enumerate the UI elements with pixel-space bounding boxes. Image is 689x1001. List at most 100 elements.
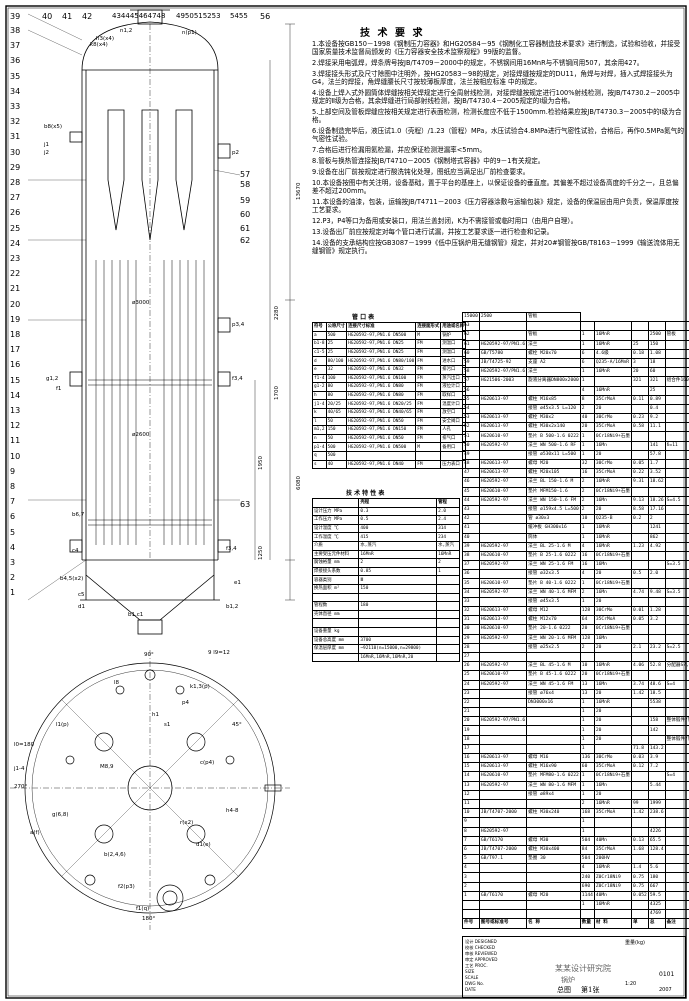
- table-cell: [311, 652, 360, 663]
- bom-cell: 1: [579, 743, 595, 755]
- table-cell: 40/65: [325, 407, 348, 418]
- bom-cell: 20: [593, 688, 632, 699]
- bom-cell: 4.6级: [593, 348, 632, 359]
- part-number-41: 41: [62, 12, 73, 21]
- bom-cell: [630, 771, 649, 782]
- table-cell: 314: [436, 523, 460, 534]
- requirement-item: 5.上部空间及管板焊缝应按相关规定进行表面检测，检测长度应不低于1500mm.检…: [312, 108, 682, 124]
- bom-cell: 4: [579, 569, 595, 580]
- bom-cell: [630, 780, 649, 791]
- bom-cell: [664, 422, 689, 433]
- bom-cell: 5.6: [647, 863, 666, 874]
- bom-cell: 46: [462, 477, 480, 488]
- requirement-item: 13.设备出厂前应按规定对每个管口进行试漏，并按工艺要求逐一进行检查和记录。: [312, 228, 554, 236]
- table-cell: e: [312, 364, 327, 375]
- bom-cell: [664, 532, 689, 543]
- bom-cell: 35CrMoA: [593, 808, 632, 819]
- bom-cell: [630, 596, 649, 608]
- plan-mark-k1: k1,3(p): [190, 684, 210, 690]
- table-cell: 1: [436, 566, 460, 577]
- bom-cell: [664, 541, 689, 552]
- bom-cell: 1.68: [630, 844, 649, 856]
- bom-cell: 法兰 BL 25-1.6 M: [526, 541, 581, 552]
- plan-mark-f2: f2(p3): [118, 884, 135, 890]
- bom-cell: δ=11: [664, 440, 689, 451]
- table-cell: FM: [415, 382, 442, 392]
- bom-cell: 24: [462, 679, 480, 690]
- title-block-row: 设计 DESIGNED: [465, 939, 497, 944]
- bom-cell: 16: [579, 550, 595, 562]
- bom-cell: [526, 863, 581, 874]
- bom-cell: 40: [579, 413, 595, 424]
- bom-cell: 35CrMoA: [593, 762, 632, 773]
- table-cell: 腐蚀裕量 mm: [311, 558, 360, 568]
- table-cell: [436, 609, 460, 620]
- bom-cell: GB/T5780: [478, 348, 528, 359]
- bom-cell: 管板: [664, 330, 689, 341]
- left-part-number: 24: [10, 238, 21, 248]
- bom-cell: 16MnR: [593, 385, 632, 396]
- left-part-number: 28: [10, 178, 21, 187]
- bom-cell: 接管 ø25x2.5: [526, 642, 581, 653]
- bom-cell: [478, 642, 528, 653]
- bom-cell: HG20592-97: [478, 587, 528, 598]
- bom-cell: 1.7: [647, 458, 666, 470]
- bom-cell: 28: [462, 642, 480, 653]
- bom-cell: 垫圈 30: [526, 854, 581, 865]
- bom-cell: [478, 798, 528, 810]
- table-header-cell: 连接面形式: [415, 322, 442, 332]
- bom-cell: 0.11: [630, 394, 649, 405]
- table-cell: 2: [358, 558, 438, 568]
- bom-cell: 3: [462, 872, 480, 883]
- bom-cell: [664, 651, 689, 663]
- bom-cell: 接管 ø530x11 L=500: [526, 449, 581, 461]
- bom-cell: [664, 550, 689, 562]
- table-cell: 500: [325, 450, 348, 461]
- left-part-number: 32: [10, 117, 21, 127]
- bom-cell: 6: [579, 348, 595, 359]
- bom-cell: 0.03: [630, 752, 649, 764]
- bom-cell: 螺柱 M16x90: [526, 762, 581, 773]
- bom-cell: 1.42: [630, 688, 649, 699]
- table-cell: [346, 450, 417, 461]
- bom-cell: [478, 909, 528, 920]
- bom-cell: 垫片 MFM150-1.6: [526, 486, 581, 497]
- table-cell: HG20592-97,PN1.6 DN150: [346, 425, 417, 435]
- bom-cell: 238.6: [647, 808, 666, 819]
- bom-cell: [593, 826, 632, 837]
- right-part-number: 61: [240, 224, 251, 233]
- bom-cell: 13: [462, 780, 480, 791]
- table-cell: FM: [415, 364, 442, 375]
- left-part-number: 7: [10, 497, 16, 507]
- right-part-number: 58: [240, 180, 251, 189]
- bom-cell: 11: [462, 798, 480, 810]
- bom-cell: 15: [462, 762, 480, 773]
- vessel-shell: [69, 9, 231, 635]
- bom-cell: 16MnR: [593, 899, 632, 911]
- bom-cell: 16MnR: [593, 863, 632, 874]
- bom-cell: 螺母 M20: [526, 890, 581, 902]
- bom-cell: 0.5: [630, 569, 649, 580]
- bom-cell: 3.9: [647, 752, 666, 764]
- table-cell: [436, 575, 460, 585]
- bom-cell: [647, 670, 666, 681]
- bom-cell: 19: [462, 725, 480, 736]
- left-part-number: 26: [10, 208, 21, 218]
- bom-cell: 1: [579, 789, 595, 800]
- bom-footer-cell: 件号: [462, 918, 480, 929]
- bom-footer-cell: 数量: [579, 918, 595, 929]
- table-cell: 20/25: [325, 399, 348, 409]
- bom-cell: [478, 734, 528, 745]
- plan-mark-h45: h4-8: [226, 808, 239, 814]
- bom-cell: 2: [579, 587, 595, 598]
- bom-cell: 旋液分离器DN800x2000: [526, 376, 581, 387]
- left-part-number: 4: [10, 542, 16, 552]
- title-block-row: 审定 APPROVED: [465, 957, 498, 962]
